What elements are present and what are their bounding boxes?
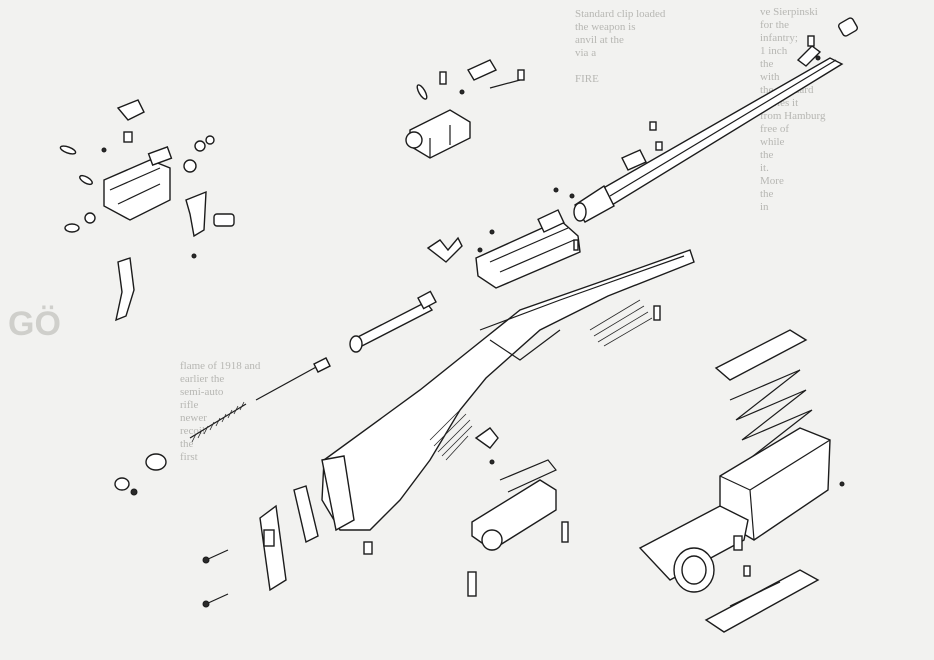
bolt-carrier [405, 109, 471, 159]
faded-text-left: flame of 1918 and earlier the semi-auto … [180, 360, 261, 463]
barrel [573, 57, 844, 223]
lower-band [471, 459, 557, 551]
operating-rod [349, 290, 437, 353]
magazine-spring [729, 369, 813, 461]
bolt-stop [474, 427, 499, 465]
floorplate-pins [733, 481, 845, 577]
stock-checkering [429, 299, 653, 461]
small-springs-left [59, 135, 215, 259]
gas-cylinder-rod [255, 357, 331, 401]
magazine-follower [714, 329, 808, 381]
hammer-parts [116, 99, 235, 238]
trigger-housing [103, 146, 173, 221]
flash-hider [837, 17, 859, 37]
guide-rod-parts [114, 453, 167, 496]
faded-text-center: Standard clip loaded the weapon is anvil… [575, 8, 666, 85]
trigger-guard [638, 505, 749, 593]
buttplate-screws [202, 541, 373, 608]
stock [321, 249, 695, 532]
rear-sight [621, 121, 663, 171]
trigger [115, 257, 135, 322]
faded-text-right: ve Sierpinski for the infantry; 1 inch t… [760, 6, 826, 213]
bolt-small-parts [416, 59, 525, 100]
buttplate [259, 485, 319, 592]
stock-pins [467, 305, 661, 597]
front-sight [796, 35, 822, 67]
magazine-floorplate [704, 569, 820, 633]
trigger-lever [426, 236, 463, 263]
receiver-pins [477, 187, 579, 253]
recoil-spring [189, 401, 247, 443]
faded-heading: GÖ [8, 305, 61, 343]
receiver [475, 209, 581, 289]
